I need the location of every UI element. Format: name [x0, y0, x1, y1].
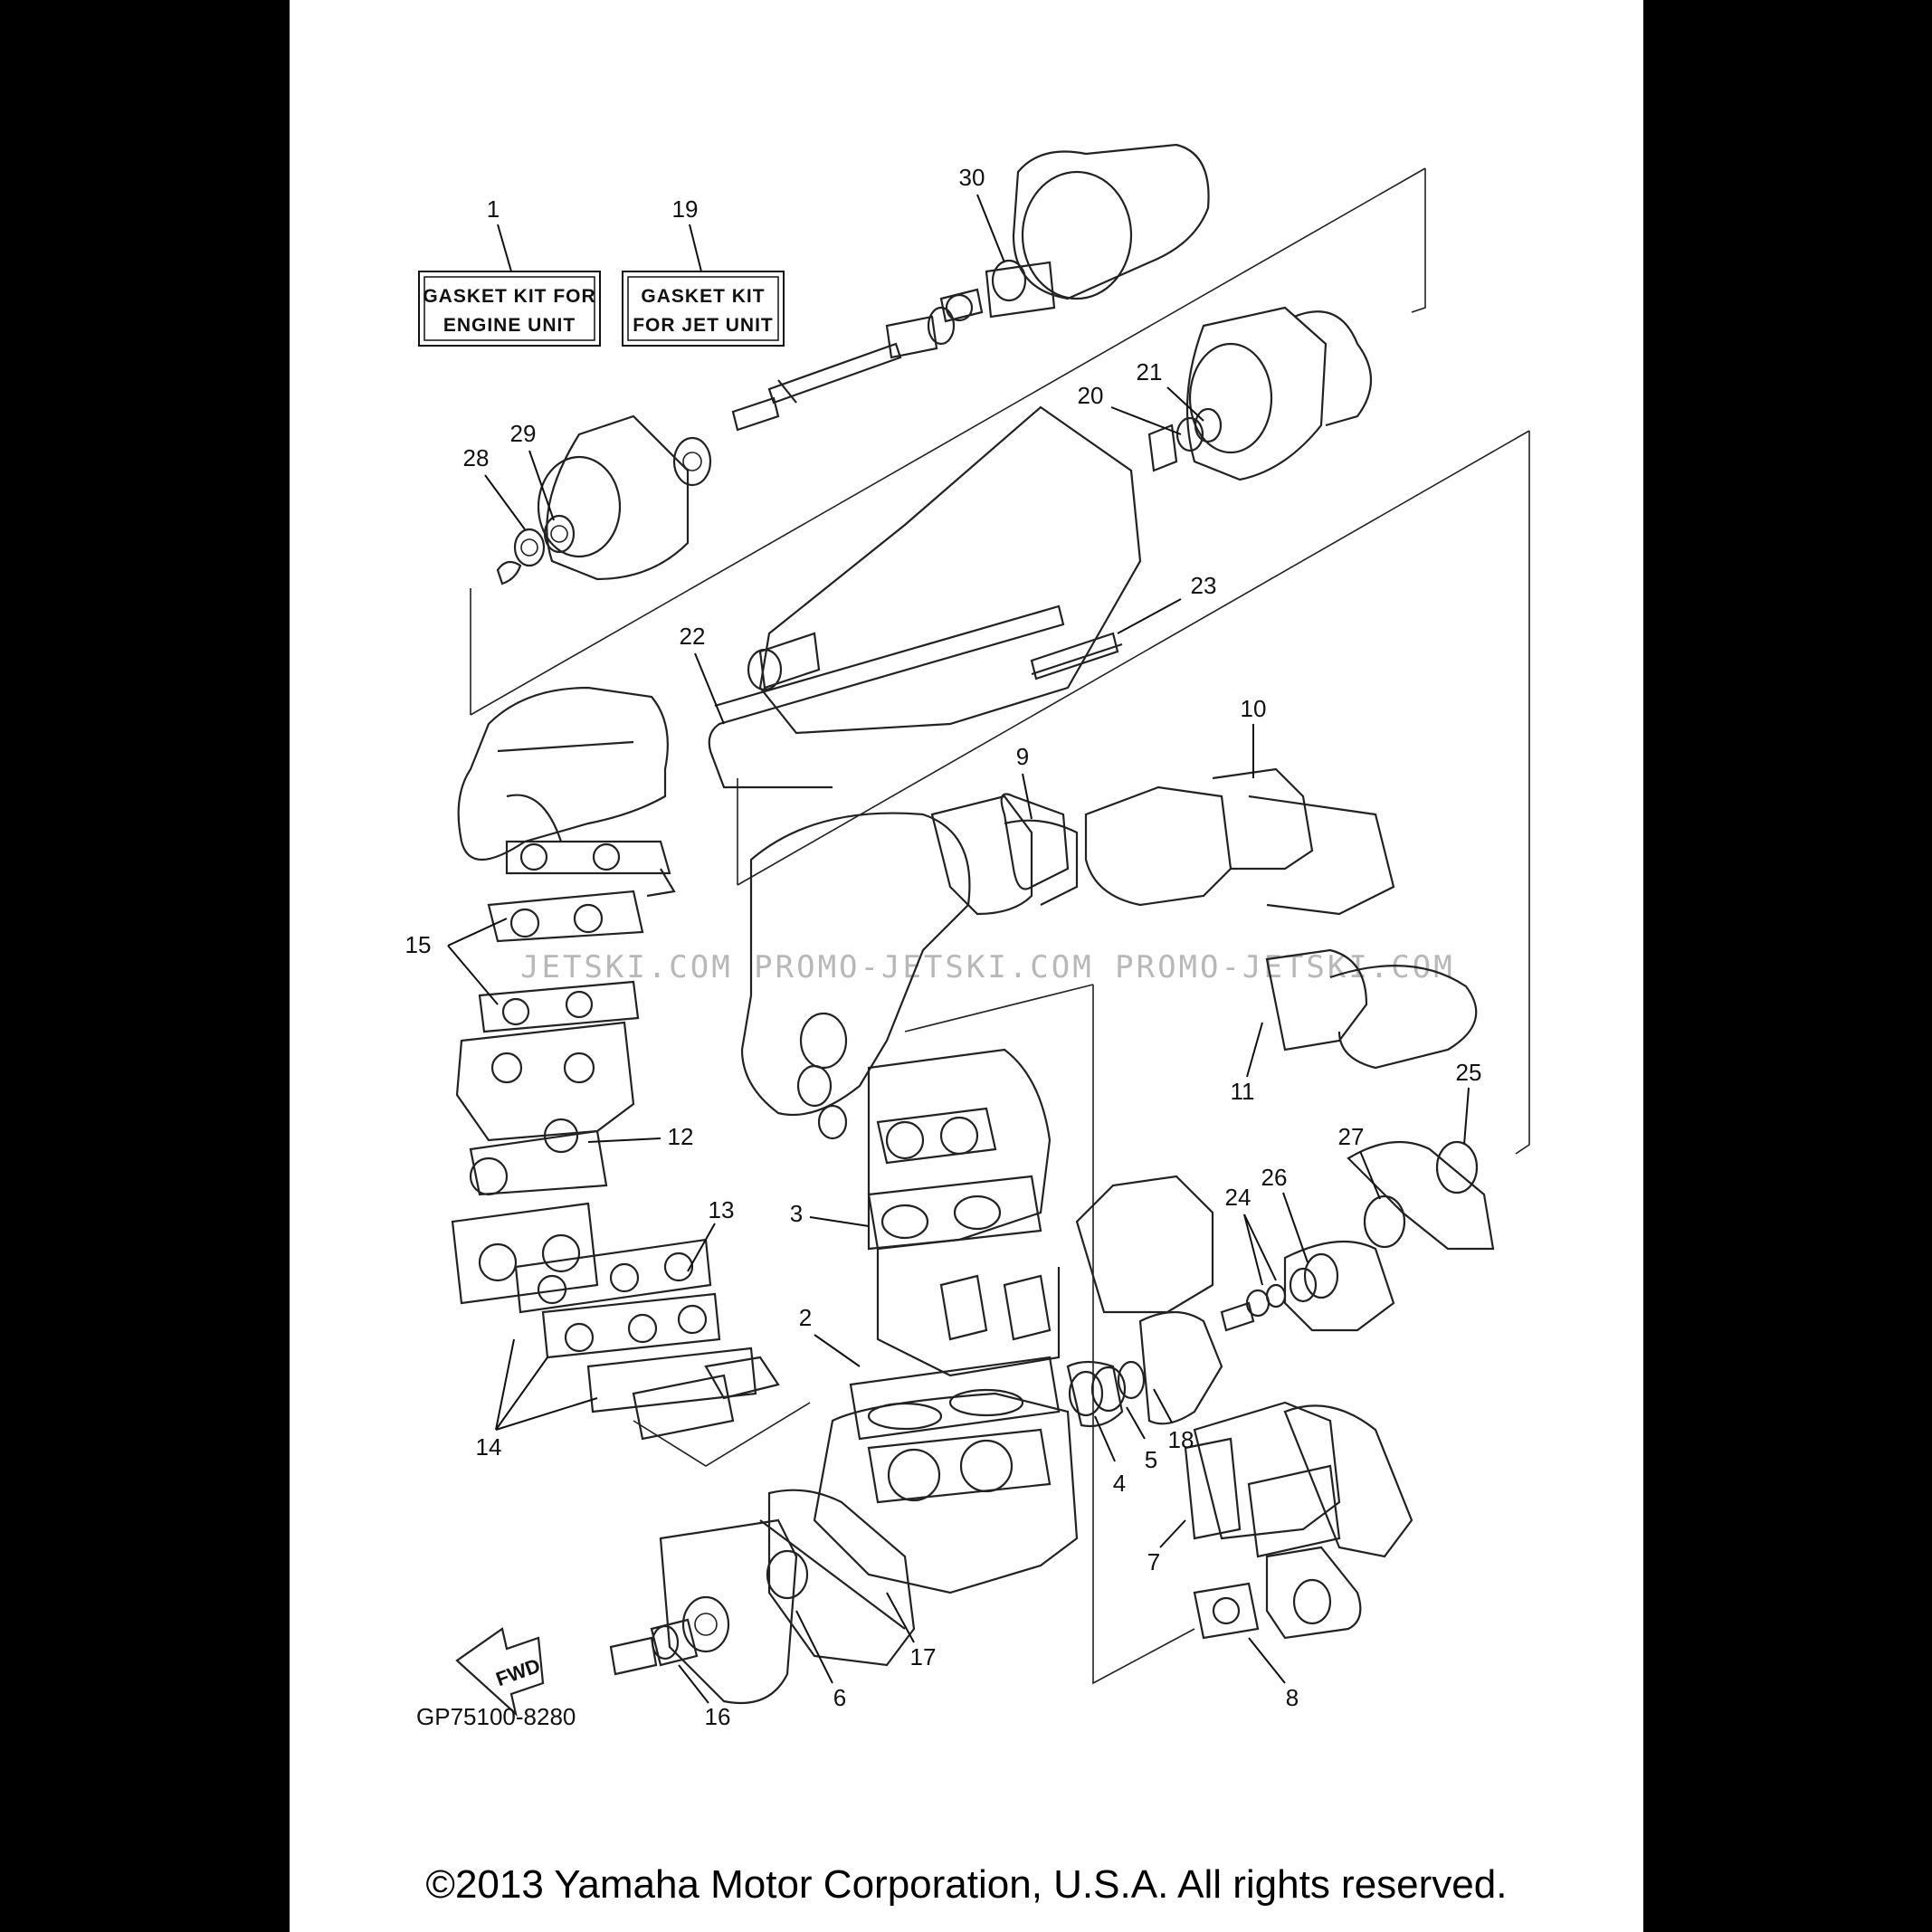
callout-4: 4 [1113, 1470, 1126, 1497]
callout-22: 22 [680, 623, 706, 650]
callout-29: 29 [510, 420, 537, 447]
callout-24: 24 [1225, 1184, 1252, 1211]
callout-17: 17 [910, 1643, 937, 1670]
callout-19: 19 [672, 195, 699, 223]
callout-2: 2 [799, 1304, 812, 1331]
callout-26: 26 [1261, 1164, 1288, 1191]
jet-unit-parts [496, 143, 1373, 789]
callout-15: 15 [405, 931, 432, 958]
watermark: JETSKI.COM PROMO-JETSKI.COM PROMO-JETSKI… [520, 949, 1455, 985]
kit-engine-line2: ENGINE UNIT [443, 315, 576, 336]
callout-3: 3 [790, 1200, 803, 1227]
callout-27: 27 [1338, 1123, 1365, 1150]
copyright-notice: ©2013 Yamaha Motor Corporation, U.S.A. A… [425, 1862, 1508, 1907]
callout-10: 10 [1241, 695, 1267, 722]
callout-21: 21 [1137, 358, 1163, 385]
callout-11: 11 [1231, 1078, 1255, 1105]
callout-18: 18 [1168, 1426, 1194, 1453]
callout-5: 5 [1145, 1446, 1157, 1473]
callout-16: 16 [705, 1703, 731, 1730]
kit-jet-line2: FOR JET UNIT [633, 315, 774, 336]
engine-parts [451, 686, 1495, 1705]
callout-9: 9 [1016, 743, 1029, 770]
callout-6: 6 [833, 1684, 846, 1711]
callout-8: 8 [1286, 1684, 1299, 1711]
callout-30: 30 [959, 164, 985, 191]
callout-28: 28 [463, 444, 490, 471]
callout-14: 14 [476, 1433, 502, 1461]
kit-jet-line1: GASKET KIT [641, 286, 765, 307]
callout-numbers: 2 3 4 5 6 7 8 9 10 11 12 13 14 15 16 17 … [405, 164, 1482, 1730]
kit-engine-line1: GASKET KIT FOR [423, 286, 595, 307]
callout-1: 1 [487, 195, 500, 223]
diagram-code: GP75100-8280 [416, 1703, 576, 1730]
callout-25: 25 [1456, 1059, 1482, 1086]
kit-box-engine: GASKET KIT FOR ENGINE UNIT 1 [418, 195, 601, 347]
callout-12: 12 [668, 1123, 694, 1150]
assembly-frame-lines [470, 167, 1530, 1685]
callout-23: 23 [1191, 572, 1217, 599]
callout-20: 20 [1078, 382, 1104, 409]
callout-7: 7 [1147, 1548, 1160, 1575]
fwd-direction-arrow: FWD [455, 1627, 545, 1718]
kit-box-jet: GASKET KIT FOR JET UNIT 19 [622, 195, 785, 347]
diagram-sheet [290, 0, 1643, 1932]
callout-13: 13 [709, 1196, 735, 1223]
